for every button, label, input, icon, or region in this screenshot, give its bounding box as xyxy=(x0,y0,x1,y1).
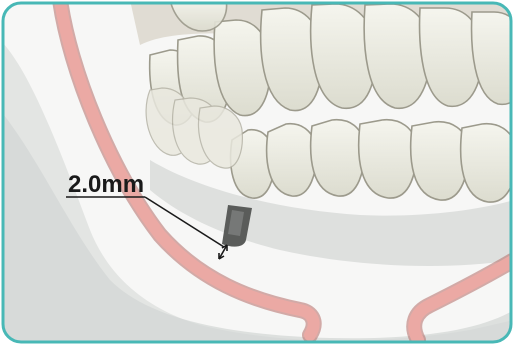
measurement-label: 2.0mm xyxy=(68,171,144,198)
